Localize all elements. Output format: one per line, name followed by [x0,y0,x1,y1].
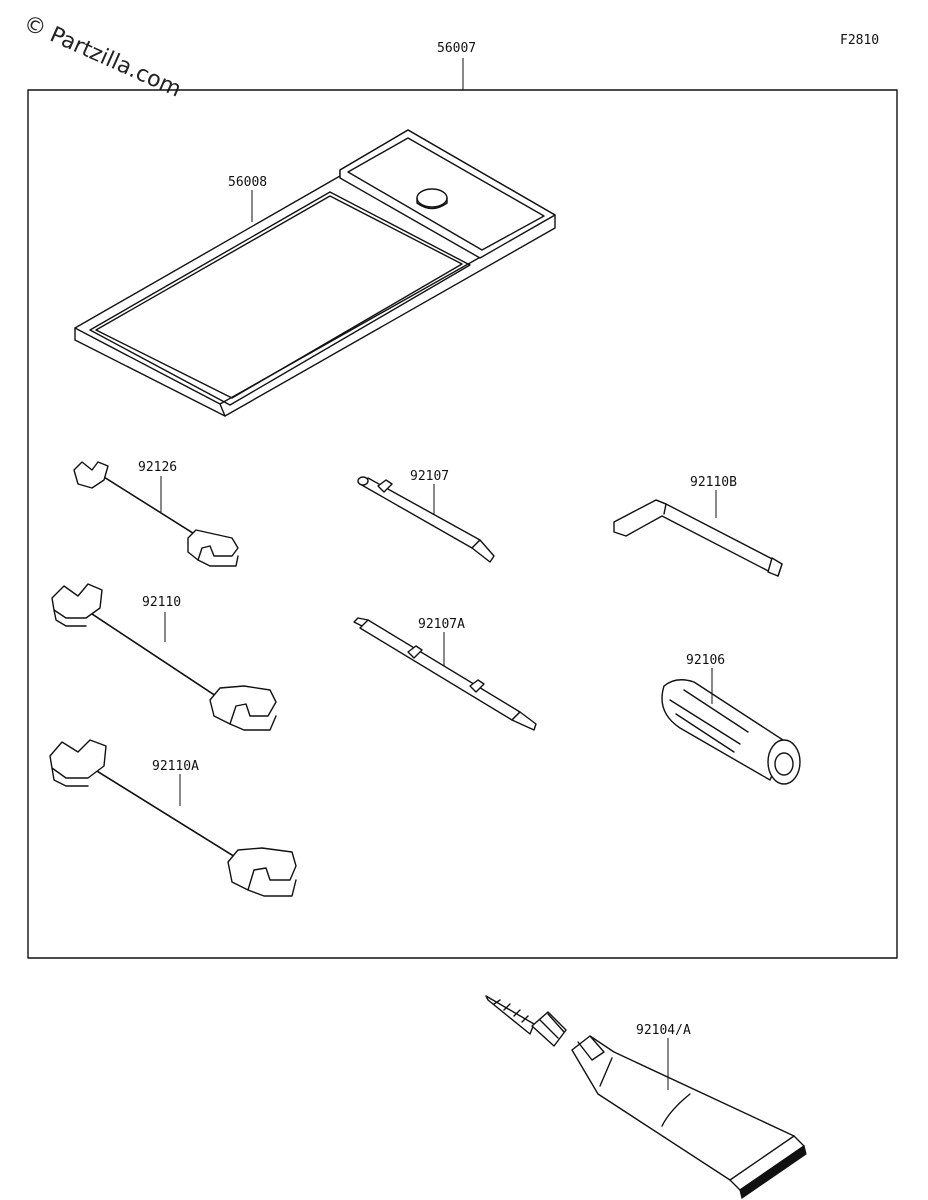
screwdriver[interactable] [357,476,495,563]
tube[interactable] [571,1035,807,1199]
label-tube[interactable]: 92104/A [636,1023,691,1038]
label-wrench-large[interactable]: 92110A [152,759,199,774]
label-wrench-small[interactable]: 92126 [138,460,177,475]
label-grip[interactable]: 92106 [686,653,725,668]
hex-wrench[interactable] [613,499,783,577]
screwdriver-bit[interactable] [353,617,537,731]
tool-case[interactable] [74,129,556,417]
label-wrench-medium[interactable]: 92110 [142,595,181,610]
label-case[interactable]: 56008 [228,175,267,190]
wrench-small[interactable] [73,461,239,567]
grip[interactable] [661,679,801,785]
label-screwdriver-bit[interactable]: 92107A [418,617,465,632]
watermark-text: © Partzilla.com [20,11,185,103]
label-screwdriver[interactable]: 92107 [410,469,449,484]
wrench-large[interactable] [49,739,297,897]
wrench-medium[interactable] [51,583,277,731]
tube-nozzle[interactable] [485,995,567,1047]
label-hex-wrench[interactable]: 92110B [690,475,737,490]
figure-code: F2810 [840,33,879,48]
label-kit[interactable]: 56007 [437,41,476,56]
